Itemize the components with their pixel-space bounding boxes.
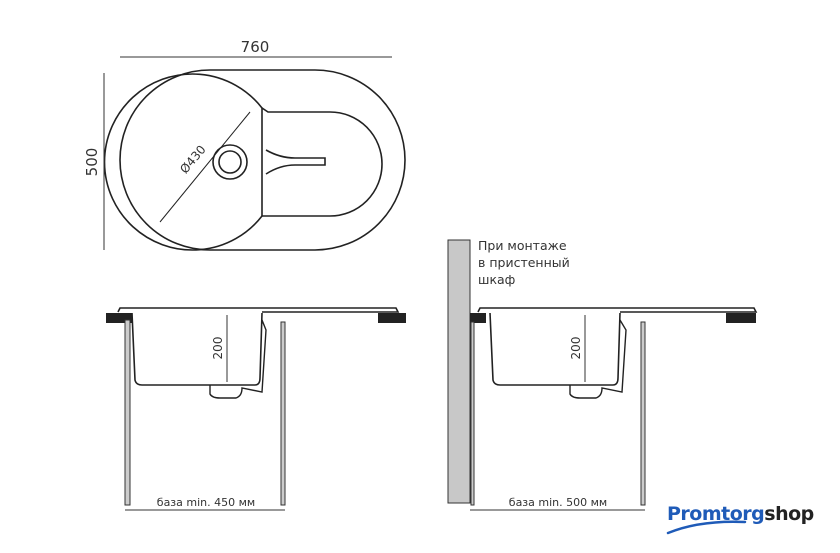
mount-note-line-3: шкаф <box>478 272 516 287</box>
base-label-left: база min. 450 мм <box>157 496 255 509</box>
logo-part-2: shop <box>764 503 814 525</box>
wall <box>447 239 471 504</box>
bowl-outline <box>103 73 263 251</box>
promtorgshop-logo: Promtorgshop <box>667 503 814 525</box>
logo-swoosh <box>666 520 747 535</box>
overflow-channel <box>265 149 326 175</box>
drain-icon <box>212 144 248 180</box>
depth-label: 500 <box>83 148 101 177</box>
bowl-depth-label-left: 200 <box>211 337 225 360</box>
mount-note-line-1: При монтаже <box>478 238 567 253</box>
drainboard-outline <box>261 106 383 217</box>
bowl-diameter-label: Ø430 <box>177 143 209 177</box>
sink-outline-top <box>119 69 406 251</box>
base-label-right: база min. 500 мм <box>509 496 607 509</box>
side-view-left <box>106 307 406 511</box>
side-view-right <box>447 239 758 511</box>
logo-part-1: Promtorg <box>667 503 765 525</box>
width-label: 760 <box>241 38 270 56</box>
mount-note-line-2: в пристенный <box>478 255 570 270</box>
bowl-depth-label-right: 200 <box>569 337 583 360</box>
